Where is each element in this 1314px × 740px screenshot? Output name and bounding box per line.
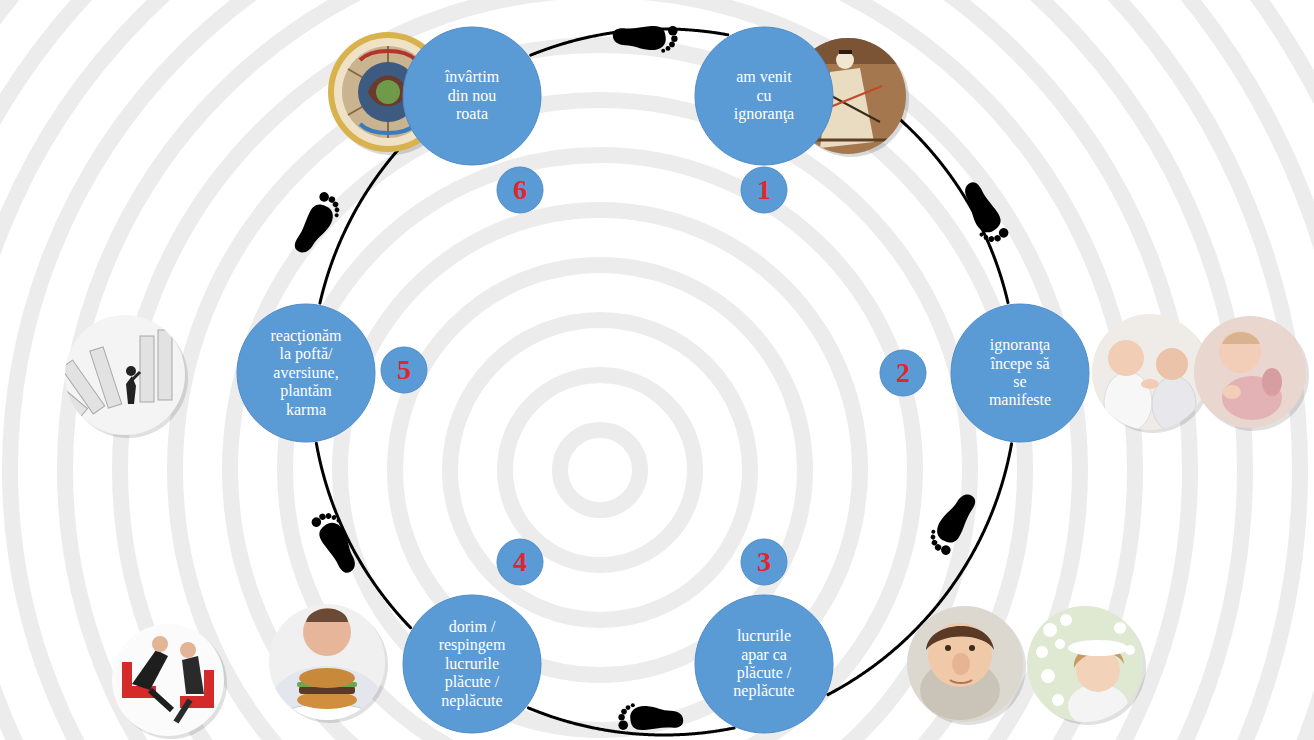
circle-shape: [741, 539, 787, 585]
step-circle: învârtim din nou roata: [402, 26, 542, 166]
step-text: reacţionăm la poftă/ aversiune, plantăm …: [270, 327, 342, 419]
callout-number: 1: [757, 176, 771, 204]
footprint: [290, 190, 346, 260]
callout-number-circle: 1: [740, 166, 788, 214]
circle-shape: [497, 167, 543, 213]
step-circle: ignoranţa începe să se manifeste: [950, 303, 1090, 443]
circle-shape: [741, 167, 787, 213]
baby-with-toy-photo: [1192, 314, 1309, 431]
babies-photo: [1090, 312, 1211, 433]
step-circle: dorim / respingem lucrurile plăcute / ne…: [402, 594, 542, 734]
callout-number: 3: [757, 548, 771, 576]
callout-number: 2: [896, 359, 910, 387]
step-circle: am venit cu ignoranţa: [694, 26, 834, 166]
man-with-burger-photo: [267, 602, 388, 740]
callout-number: 6: [513, 176, 527, 204]
falling-dominoes-photo: [39, 314, 188, 438]
step-text: lucrurile apar ca plăcute / neplăcute: [729, 627, 799, 701]
step-text: învârtim din nou roata: [443, 68, 501, 123]
ring-connector: [320, 135, 412, 303]
circle-shape: [951, 304, 1089, 442]
footprint: [618, 703, 683, 730]
footprint: [310, 507, 366, 577]
child-holding-nose-photo: [905, 604, 1026, 725]
callout-number-circle: 6: [496, 166, 544, 214]
step-text: dorim / respingem lucrurile plăcute / ne…: [435, 618, 509, 710]
callout-number-circle: 5: [380, 346, 428, 394]
callout-number: 5: [397, 356, 411, 384]
circle-shape: [237, 304, 375, 442]
footprint: [924, 487, 980, 557]
footprint: [955, 178, 1011, 248]
circle-shape: [880, 350, 926, 396]
circle-shape: [403, 595, 541, 733]
circle-shape: [497, 539, 543, 585]
circle-shape: [403, 27, 541, 165]
step-circle: lucrurile apar ca plăcute / neplăcute: [694, 594, 834, 734]
girl-smelling-flowers-photo: [1025, 604, 1146, 728]
circle-shape: [695, 595, 833, 733]
callout-number-circle: 4: [496, 538, 544, 586]
businessmen-on-chairs-photo: [110, 622, 227, 739]
footprints: [290, 26, 1010, 730]
step-circle: reacţionăm la poftă/ aversiune, plantăm …: [236, 303, 376, 443]
footprint: [613, 26, 678, 53]
callout-number: 4: [513, 548, 527, 576]
circle-shape: [381, 347, 427, 393]
callout-number-circle: 2: [879, 349, 927, 397]
callout-number-circle: 3: [740, 538, 788, 586]
circle-shape: [695, 27, 833, 165]
step-text: ignoranţa începe să se manifeste: [989, 336, 1051, 410]
step-text: am venit cu ignoranţa: [733, 68, 795, 123]
